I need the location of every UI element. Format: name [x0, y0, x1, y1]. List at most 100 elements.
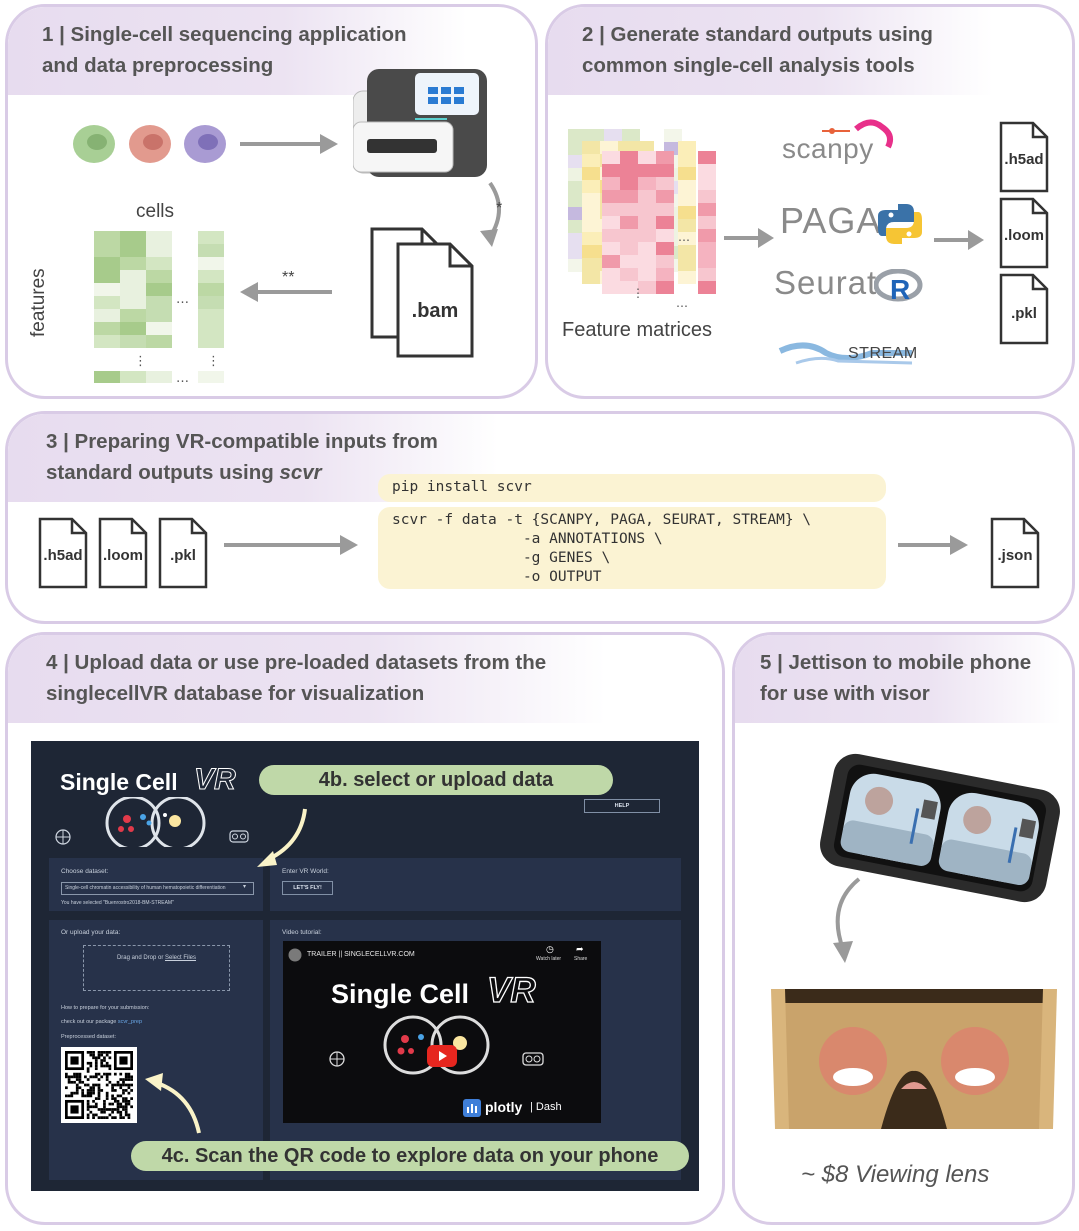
- matrix-cell: [582, 193, 600, 206]
- qr-module: [105, 1083, 109, 1087]
- matrix-cell: [638, 268, 656, 281]
- matrix-cell: [678, 193, 696, 206]
- qr-module: [92, 1086, 95, 1090]
- qr-module: [103, 1116, 106, 1119]
- play-button-icon[interactable]: [427, 1045, 457, 1067]
- video-player[interactable]: TRAILER || SINGLECELLVR.COM ◷ Watch late…: [283, 941, 601, 1123]
- watch-later-button[interactable]: Watch later: [536, 956, 562, 962]
- dataset-select[interactable]: Single-cell chromatin accessibility of h…: [61, 882, 254, 895]
- matrix-cell: [698, 151, 716, 164]
- matrix-cell: [698, 268, 716, 281]
- matrix-cell: [120, 257, 146, 270]
- qr-module: [78, 1072, 82, 1076]
- matrix-cell: [656, 151, 674, 164]
- qr-module: [65, 1072, 68, 1076]
- matrix-cell: [120, 296, 146, 309]
- clock-icon[interactable]: ◷: [546, 944, 554, 954]
- arrow-right-icon: [224, 535, 358, 555]
- lets-fly-button[interactable]: LET'S FLY!: [282, 881, 333, 895]
- help-button[interactable]: HELP: [584, 799, 660, 813]
- qr-module: [75, 1078, 79, 1081]
- qr-module: [116, 1110, 120, 1114]
- matrix-cell: [620, 190, 638, 203]
- matrix-cell: [602, 151, 620, 164]
- qr-module: [94, 1102, 98, 1106]
- qr-module: [111, 1083, 114, 1087]
- matrix-cell: [678, 180, 696, 193]
- qr-module: [84, 1083, 87, 1087]
- feature-matrices-illustration: …⋮…: [568, 129, 716, 310]
- vr-world-label: Enter VR World:: [282, 868, 329, 875]
- ellipsis: …: [176, 292, 189, 307]
- file-dropzone[interactable]: Drag and Drop or Select Files: [83, 945, 230, 991]
- qr-module: [89, 1110, 93, 1114]
- scvr-prep-link[interactable]: scvr_prep: [117, 1019, 143, 1025]
- qr-module: [65, 1086, 68, 1090]
- qr-module: [81, 1094, 85, 1098]
- qr-module: [113, 1097, 117, 1100]
- share-button[interactable]: Share: [574, 956, 588, 962]
- matrix-cell: [656, 242, 674, 255]
- qr-module: [73, 1091, 76, 1095]
- qr-code-icon[interactable]: [61, 1047, 137, 1123]
- qr-module: [105, 1072, 109, 1076]
- qr-module: [127, 1078, 131, 1081]
- matrix-cell: [120, 335, 146, 348]
- qr-module: [103, 1108, 106, 1111]
- qr-module: [127, 1099, 131, 1103]
- panel-mobile-visor: 5 | Jettison to mobile phone for use wit…: [732, 632, 1075, 1225]
- chevron-down-icon[interactable]: ▾: [243, 884, 247, 890]
- matrix-cell: [582, 180, 600, 193]
- qr-module: [124, 1072, 128, 1076]
- qr-module: [86, 1078, 90, 1081]
- matrix-cell: [638, 203, 656, 216]
- qr-module: [97, 1072, 101, 1076]
- qr-module: [119, 1072, 123, 1076]
- qr-module: [116, 1108, 120, 1111]
- matrix-cell: [582, 154, 600, 167]
- qr-module: [100, 1108, 104, 1111]
- qr-module: [124, 1099, 128, 1103]
- qr-module: [86, 1102, 90, 1106]
- qr-module: [103, 1099, 106, 1103]
- qr-module: [92, 1105, 95, 1109]
- matrix-cell: [568, 142, 586, 155]
- qr-module: [111, 1094, 114, 1098]
- matrix-cell: [638, 164, 656, 177]
- qr-module: [86, 1067, 90, 1071]
- qr-module: [78, 1078, 82, 1081]
- qr-module: [119, 1110, 123, 1114]
- qr-module: [111, 1086, 114, 1090]
- matrix-cell: [198, 257, 224, 270]
- qr-module: [113, 1089, 117, 1092]
- qr-module: [105, 1051, 109, 1054]
- qr-module: [97, 1116, 101, 1119]
- qr-module: [103, 1102, 106, 1106]
- qr-module: [86, 1083, 90, 1087]
- qr-module: [108, 1080, 112, 1084]
- qr-module: [122, 1078, 125, 1081]
- qr-module: [86, 1113, 90, 1117]
- plotly-logo-icon: [463, 1099, 481, 1117]
- qr-module: [75, 1083, 79, 1087]
- cardboard-viewer-icon: [771, 989, 1057, 1129]
- qr-module: [75, 1091, 79, 1095]
- share-icon[interactable]: ➦: [576, 944, 584, 954]
- qr-module: [94, 1113, 98, 1117]
- qr-module: [100, 1061, 104, 1065]
- qr-module: [116, 1094, 120, 1098]
- app-brand: Single Cell: [60, 769, 178, 795]
- qr-module: [103, 1105, 106, 1109]
- matrix-cell: [604, 129, 622, 142]
- qr-module: [130, 1078, 133, 1081]
- qr-module: [86, 1099, 90, 1103]
- matrix-cell: [198, 283, 224, 296]
- stream-logo: STREAM: [848, 345, 918, 362]
- matrix-cell: [656, 255, 674, 268]
- qr-module: [130, 1089, 133, 1092]
- sequencer-machine-icon: [353, 69, 487, 177]
- dataset-note: You have selected "Buenrostro2018-BM-STR…: [61, 900, 174, 906]
- ellipsis: …: [678, 230, 690, 244]
- select-files-link[interactable]: Select Files: [165, 955, 197, 961]
- matrix-cell: [146, 231, 172, 244]
